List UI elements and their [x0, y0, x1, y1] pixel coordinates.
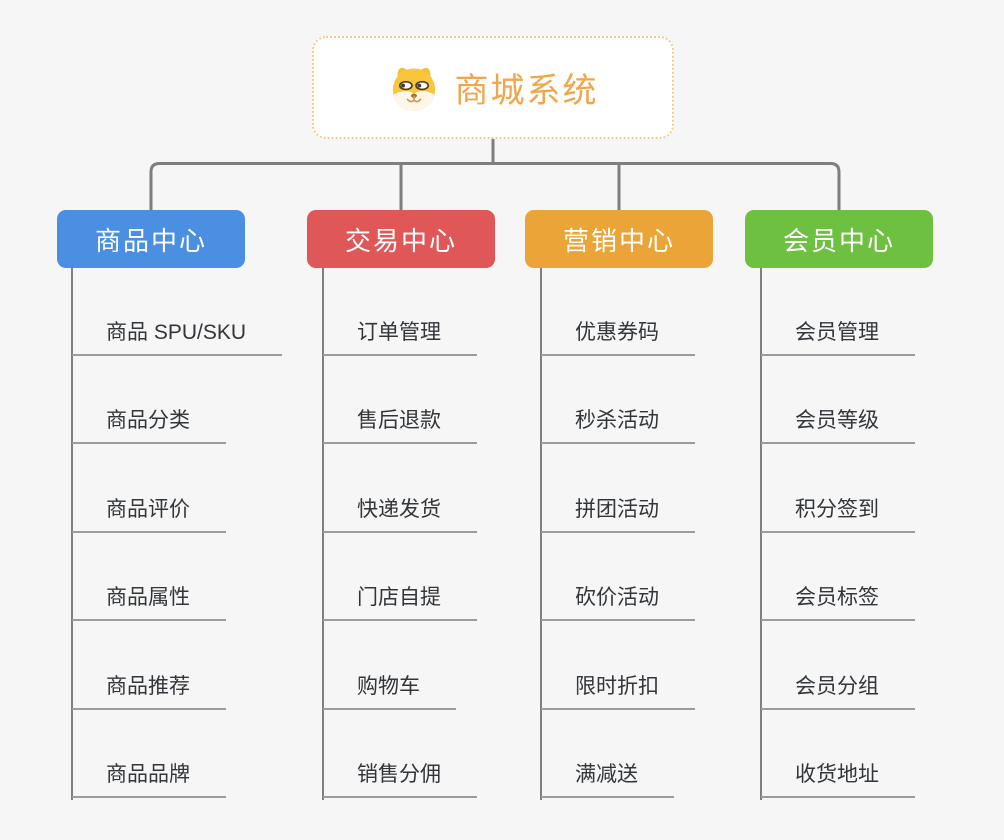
leaf-topic: 会员标签: [761, 533, 915, 621]
leaf-topic-label[interactable]: 商品分类: [72, 404, 226, 444]
leaf-topic-label[interactable]: 购物车: [323, 670, 456, 710]
branch-topic-member-center[interactable]: 会员中心: [745, 210, 933, 268]
leaf-topic: 商品品牌: [72, 710, 282, 798]
leaf-column-marketing: 优惠券码 秒杀活动 拼团活动 砍价活动 限时折扣 满减送: [541, 267, 695, 798]
leaf-topic: 限时折扣: [541, 621, 695, 710]
leaf-topic: 优惠券码: [541, 267, 695, 356]
leaf-column-member: 会员管理 会员等级 积分签到 会员标签 会员分组 收货地址: [761, 267, 915, 798]
leaf-topic: 秒杀活动: [541, 356, 695, 444]
leaf-topic-label[interactable]: 会员等级: [761, 404, 915, 444]
branch-topic-trade-center[interactable]: 交易中心: [307, 210, 495, 268]
leaf-topic-label[interactable]: 门店自提: [323, 581, 477, 621]
leaf-topic: 商品推荐: [72, 621, 282, 710]
leaf-topic: 商品分类: [72, 356, 282, 444]
leaf-topic: 收货地址: [761, 710, 915, 798]
leaf-topic-label[interactable]: 商品 SPU/SKU: [72, 316, 283, 356]
leaf-topic: 销售分佣: [323, 710, 477, 798]
leaf-topic-label[interactable]: 拼团活动: [541, 493, 695, 533]
leaf-topic: 快递发货: [323, 444, 477, 533]
leaf-topic-label[interactable]: 订单管理: [323, 316, 477, 356]
leaf-topic-label[interactable]: 优惠券码: [541, 316, 695, 356]
leaf-topic: 拼团活动: [541, 444, 695, 533]
leaf-topic: 商品属性: [72, 533, 282, 621]
branch-column-line: [540, 268, 542, 800]
leaf-topic: 商品 SPU/SKU: [72, 267, 283, 356]
root-to-branches-connector: [149, 139, 841, 210]
leaf-topic-label[interactable]: 会员分组: [761, 670, 915, 710]
root-topic-label: 商城系统: [454, 72, 599, 110]
leaf-topic: 会员分组: [761, 621, 915, 710]
leaf-topic-label[interactable]: 会员管理: [761, 316, 915, 356]
leaf-topic: 售后退款: [323, 356, 477, 444]
branch-topic-marketing-center[interactable]: 营销中心: [525, 210, 713, 268]
leaf-topic-label[interactable]: 会员标签: [761, 581, 915, 621]
leaf-topic-label[interactable]: 销售分佣: [323, 758, 477, 798]
leaf-topic: 会员等级: [761, 356, 915, 444]
leaf-topic-label[interactable]: 满减送: [541, 758, 674, 798]
root-topic[interactable]: 商城系统: [312, 36, 674, 139]
dog-face-icon: [388, 62, 440, 114]
leaf-topic-label[interactable]: 快递发货: [323, 493, 477, 533]
leaf-topic: 订单管理: [323, 267, 477, 356]
leaf-topic-label[interactable]: 商品品牌: [72, 758, 226, 798]
leaf-topic: 购物车: [323, 621, 477, 710]
branch-topic-product-center[interactable]: 商品中心: [57, 210, 245, 268]
leaf-topic-label[interactable]: 限时折扣: [541, 670, 695, 710]
leaf-topic: 砍价活动: [541, 533, 695, 621]
branch-column-line: [322, 268, 324, 800]
leaf-topic-label[interactable]: 商品属性: [72, 581, 226, 621]
leaf-topic-label[interactable]: 商品评价: [72, 493, 226, 533]
leaf-topic: 门店自提: [323, 533, 477, 621]
leaf-topic: 商品评价: [72, 444, 282, 533]
branch-column-line: [760, 268, 762, 800]
leaf-topic: 积分签到: [761, 444, 915, 533]
leaf-topic: 满减送: [541, 710, 695, 798]
leaf-topic-label[interactable]: 秒杀活动: [541, 404, 695, 444]
leaf-topic-label[interactable]: 积分签到: [761, 493, 915, 533]
leaf-topic-label[interactable]: 收货地址: [761, 758, 915, 798]
leaf-column-product: 商品 SPU/SKU 商品分类 商品评价 商品属性 商品推荐 商品品牌: [72, 267, 283, 798]
leaf-topic: 会员管理: [761, 267, 915, 356]
leaf-topic-label[interactable]: 商品推荐: [72, 670, 226, 710]
leaf-topic-label[interactable]: 砍价活动: [541, 581, 695, 621]
branch-column-line: [71, 268, 73, 800]
leaf-column-trade: 订单管理 售后退款 快递发货 门店自提 购物车 销售分佣: [323, 267, 477, 798]
leaf-topic-label[interactable]: 售后退款: [323, 404, 477, 444]
